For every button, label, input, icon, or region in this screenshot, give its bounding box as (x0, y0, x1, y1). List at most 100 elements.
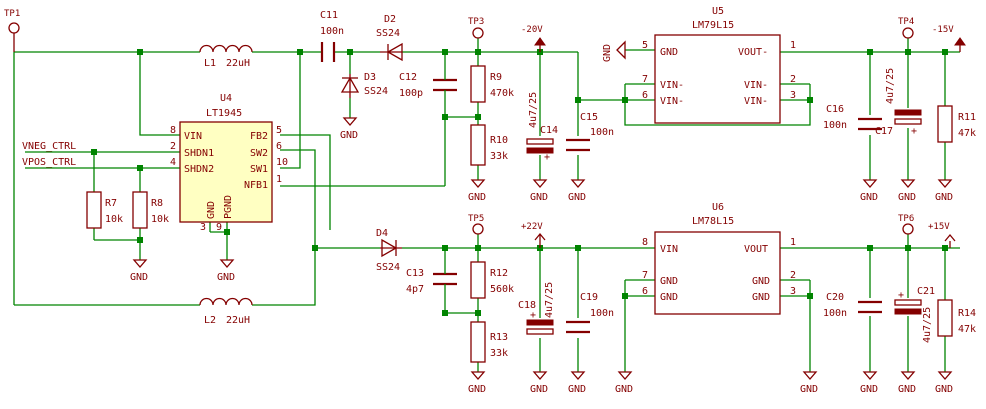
svg-text:5: 5 (642, 40, 648, 51)
ic-u5: U5 LM79L15 GND VOUT- VIN- VIN- VIN- VIN-… (642, 6, 796, 124)
u5-pin-vin4: VIN- (744, 96, 768, 107)
capacitor-c13: C13 4p7 (406, 266, 457, 295)
capacitor-c19: C19 100n (566, 292, 614, 334)
resistor-r13: R13 33k (470, 321, 508, 363)
svg-text:9: 9 (216, 222, 222, 233)
gnd-label: GND (568, 384, 586, 395)
diode-d4: D4 SS24 (376, 228, 402, 273)
l1-value: 22uH (226, 58, 250, 69)
gnd-symbol: GND (935, 179, 953, 203)
resistor-r10: R10 33k (470, 124, 508, 166)
u6-pin-gnd1: GND (660, 276, 678, 287)
r11-ref: R11 (958, 112, 976, 123)
u4-pin-nfb1: NFB1 (244, 180, 268, 191)
testpoint-tp4: TP4 (898, 17, 914, 39)
gnd-label: GND (898, 384, 916, 395)
gnd-label: GND (530, 384, 548, 395)
net-vneg-ctrl: VNEG_CTRL (22, 141, 76, 152)
gnd-label: GND (340, 130, 358, 141)
gnd-symbol: GND (935, 371, 953, 395)
c13-ref: C13 (406, 268, 424, 279)
svg-text:8: 8 (642, 237, 648, 248)
rail-neg20: -20V (521, 25, 546, 52)
svg-text:3: 3 (790, 90, 796, 101)
u6-pin-vin: VIN (660, 244, 678, 255)
tp6-label: TP6 (898, 214, 914, 224)
gnd-label: GND (130, 272, 148, 283)
gnd-label: GND (468, 192, 486, 203)
gnd-symbol: GND (530, 371, 548, 395)
capacitor-c15: C15 100n (566, 112, 614, 152)
ic-u6: U6 LM78L15 VIN VOUT GND GND GND GND 8 7 … (642, 202, 796, 315)
tp3-label: TP3 (468, 17, 484, 27)
capacitor-c17: + C17 4u7/25 (875, 68, 922, 137)
c16-ref: C16 (826, 104, 844, 115)
svg-text:GND: GND (602, 44, 613, 62)
u4-pin-fb2: FB2 (250, 131, 268, 142)
capacitor-c18: + C18 4u7/25 (518, 282, 555, 335)
svg-text:8: 8 (170, 125, 176, 136)
svg-text:1: 1 (790, 237, 796, 248)
c12-value: 100p (399, 88, 423, 99)
c17-value: 4u7/25 (885, 68, 896, 104)
gnd-label: GND (898, 192, 916, 203)
svg-text:1: 1 (790, 40, 796, 51)
capacitor-c20: C20 100n (823, 292, 882, 319)
u6-pin-gnd3: GND (752, 276, 770, 287)
r12-value: 560k (490, 284, 514, 295)
gnd-label: GND (935, 384, 953, 395)
testpoint-tp6: TP6 (898, 214, 914, 235)
r11-value: 47k (958, 128, 976, 139)
r10-ref: R10 (490, 135, 508, 146)
u4-pin-sw2: SW2 (250, 148, 268, 159)
capacitor-c12: C12 100p (399, 70, 457, 100)
gnd-symbol: GND (340, 117, 358, 141)
c21-value: 4u7/25 (922, 307, 933, 343)
inductor-l1: L1 22uH (199, 44, 253, 69)
resistor-r12: R12 560k (470, 261, 514, 299)
gnd-symbol: GND (615, 371, 633, 395)
svg-text:7: 7 (642, 270, 648, 281)
gnd-label: GND (568, 192, 586, 203)
r9-value: 470k (490, 88, 514, 99)
c19-ref: C19 (580, 292, 598, 303)
l2-ref: L2 (204, 315, 216, 326)
u6-pin-gnd4: GND (752, 292, 770, 303)
svg-text:+: + (911, 126, 917, 137)
resistor-r7: R7 10k (86, 191, 123, 229)
c20-ref: C20 (826, 292, 844, 303)
u6-pin-gnd2: GND (660, 292, 678, 303)
gnd-symbol: GND (568, 179, 586, 203)
rail-pos15: +15V (928, 222, 956, 248)
c20-value: 100n (823, 308, 847, 319)
l2-value: 22uH (226, 315, 250, 326)
gnd-symbol: GND (468, 179, 486, 203)
gnd-symbol: GND (530, 179, 548, 203)
u5-pin-gnd: GND (660, 47, 678, 58)
capacitor-c14: + C14 4u7/25 (526, 92, 558, 163)
u4-ref: U4 (220, 93, 232, 104)
u6-pin-vout: VOUT (744, 244, 768, 255)
u4-pin-vin: VIN (184, 131, 202, 142)
d2-value: SS24 (376, 28, 400, 39)
gnd-u5: GND (602, 40, 626, 62)
u5-pin-vin2: VIN- (660, 96, 684, 107)
testpoint-tp3: TP3 (468, 17, 484, 39)
u4-pin-shdn2: SHDN2 (184, 164, 214, 175)
gnd-symbol: GND (468, 371, 486, 395)
gnd-label: GND (860, 384, 878, 395)
junctions (91, 49, 948, 316)
u5-ref: U5 (712, 6, 724, 17)
diode-d3: D3 SS24 (340, 72, 388, 98)
svg-text:+: + (530, 310, 536, 321)
r12-ref: R12 (490, 268, 508, 279)
u6-ref: U6 (712, 202, 724, 213)
d3-ref: D3 (364, 72, 376, 83)
svg-text:4: 4 (170, 157, 176, 168)
rail-neg15-label: -15V (932, 25, 954, 35)
u5-pin-vin3: VIN- (744, 80, 768, 91)
r9-ref: R9 (490, 72, 502, 83)
gnd-symbol: GND (860, 179, 878, 203)
gnd-symbol: GND (898, 179, 916, 203)
